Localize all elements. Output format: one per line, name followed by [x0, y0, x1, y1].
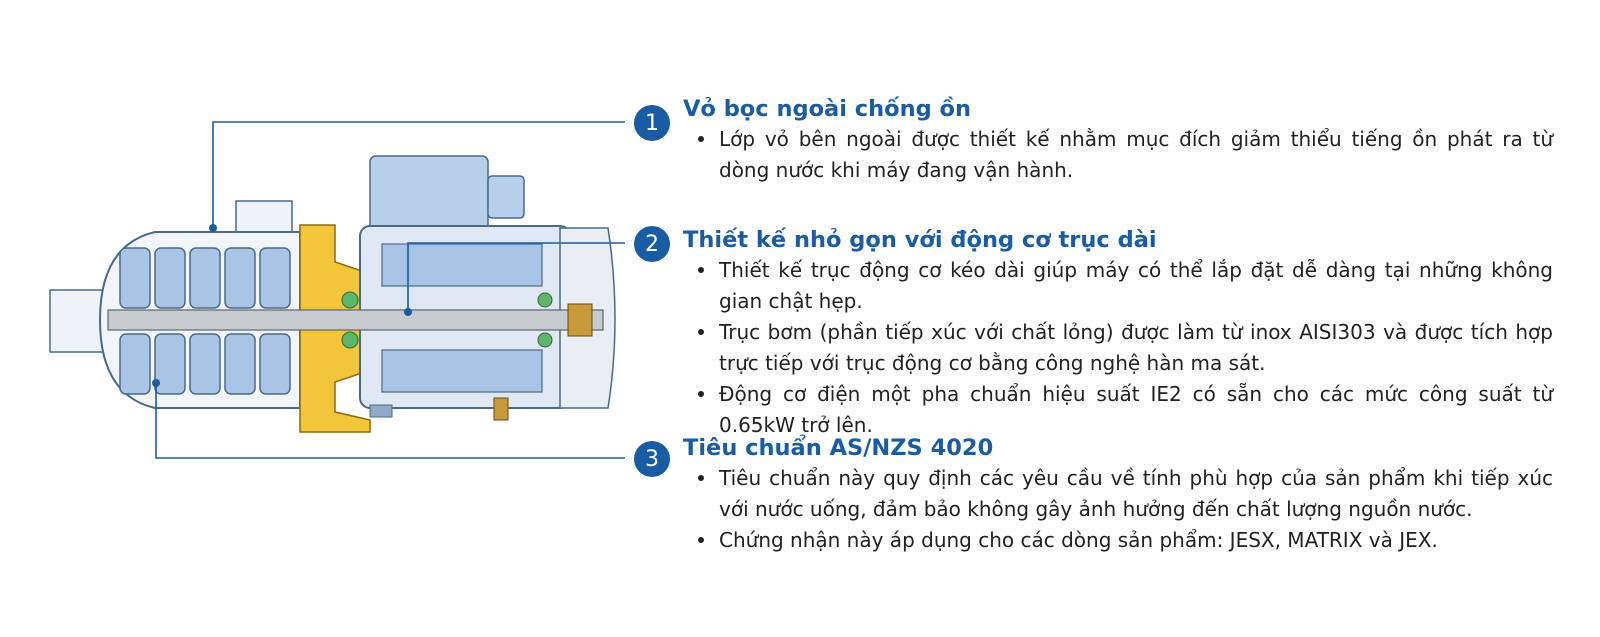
list-item: Lớp vỏ bên ngoài được thiết kế nhằm mục … [698, 124, 1553, 186]
callout-number: 2 [645, 231, 659, 257]
feature-section-compact-design: Thiết kế nhỏ gọn với động cơ trục dài Th… [683, 225, 1553, 441]
list-item: Thiết kế trục động cơ kéo dài giúp máy c… [698, 255, 1553, 317]
callout-number: 1 [645, 110, 659, 136]
callout-line-1 [212, 121, 625, 228]
list-item: Chứng nhận này áp dụng cho các dòng sản … [698, 525, 1553, 556]
bearing-rear-low [537, 332, 553, 348]
list-item: Trục bơm (phần tiếp xúc với chất lỏng) đ… [698, 317, 1553, 379]
callout-number: 3 [645, 446, 659, 472]
section-title: Tiêu chuẩn AS/NZS 4020 [683, 435, 994, 461]
bearing-front [341, 291, 359, 309]
callout-line-3 [155, 383, 625, 459]
stator-bottom [381, 349, 543, 393]
impeller-stages-bottom [119, 333, 291, 395]
callout-badge-1: 1 [634, 105, 670, 141]
list-item: Tiêu chuẩn này quy định các yêu cầu về t… [698, 463, 1553, 525]
callout-badge-2: 2 [634, 226, 670, 262]
drain-plug [493, 397, 509, 421]
bearing-rear [537, 292, 553, 308]
motor-foot [369, 404, 393, 418]
callout-dot-2 [404, 308, 412, 316]
section-title: Thiết kế nhỏ gọn với động cơ trục dài [683, 227, 1157, 253]
pump-illustration [49, 155, 616, 433]
impeller-stages-top [119, 247, 291, 309]
stator-top [381, 243, 543, 287]
feature-section-noise-housing: Vỏ bọc ngoài chống ồn Lớp vỏ bên ngoài đ… [683, 94, 1553, 186]
callout-dot-1 [209, 224, 217, 232]
bullet-list: Thiết kế trục động cơ kéo dài giúp máy c… [683, 255, 1553, 441]
bullet-list: Tiêu chuẩn này quy định các yêu cầu về t… [683, 463, 1553, 556]
callout-lines [152, 121, 625, 459]
callout-dot-3 [152, 379, 160, 387]
callout-line-2 [407, 242, 625, 312]
section-title: Vỏ bọc ngoài chống ồn [683, 96, 971, 122]
feature-section-standard: Tiêu chuẩn AS/NZS 4020 Tiêu chuẩn này qu… [683, 433, 1553, 556]
bullet-list: Lớp vỏ bên ngoài được thiết kế nhằm mục … [683, 124, 1553, 186]
callout-badge-3: 3 [634, 441, 670, 477]
list-item: Động cơ điện một pha chuẩn hiệu suất IE2… [698, 379, 1553, 441]
shaft-nut [567, 303, 593, 337]
bearing-front-low [341, 331, 359, 349]
motor-shaft [107, 309, 604, 331]
capacitor [487, 175, 525, 219]
